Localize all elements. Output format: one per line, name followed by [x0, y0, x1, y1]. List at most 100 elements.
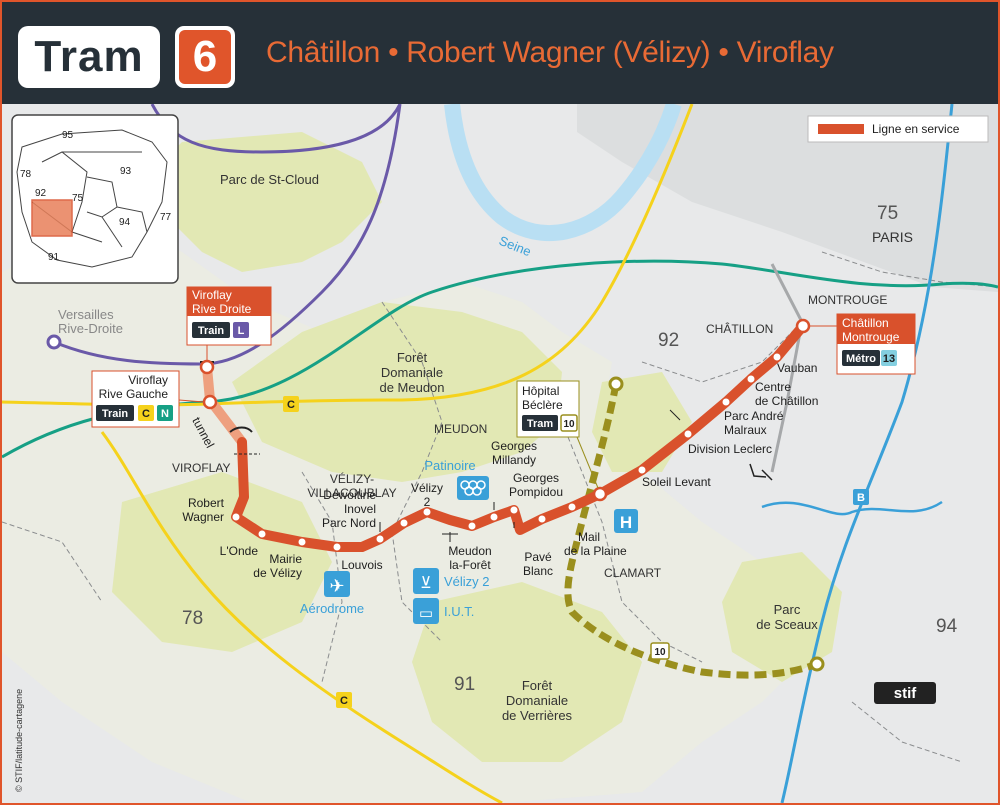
stop-viroflay-rg[interactable]: [202, 394, 218, 410]
georges-pompidou-label-1: Georges: [513, 471, 559, 485]
rer-c-marker-1: C: [283, 396, 299, 412]
rer-b-marker: B: [853, 489, 869, 505]
chatillon-montrouge-name-2: Montrouge: [842, 330, 900, 344]
dewoitine-label: Dewoitine: [323, 488, 376, 502]
centre-chatillon-label-1: Centre: [755, 380, 791, 394]
patinoire-poi[interactable]: Patinoire: [424, 458, 489, 500]
stop-mairie-velizy[interactable]: [298, 538, 306, 546]
copyright-label: © STIF/latitude-cartagene: [14, 689, 24, 792]
stop-mail-plaine[interactable]: [568, 503, 576, 511]
paris-zone: [577, 104, 998, 292]
forest-78: [112, 472, 332, 652]
inset-92: 92: [35, 188, 47, 199]
tram-6-tunnel: [205, 395, 247, 447]
georges-pompidou-label-2: Pompidou: [509, 485, 563, 499]
shopping-cart-icon: [413, 568, 439, 594]
stop-londe[interactable]: [258, 530, 266, 538]
foret-verrieres-3: de Verrières: [502, 708, 573, 723]
metro-13: [770, 263, 804, 473]
mairie-velizy-label-1: Mairie: [269, 552, 302, 566]
metro-13-end: [761, 469, 773, 481]
stop-georges-millandy[interactable]: [490, 513, 498, 521]
velizy2-label-2: 2: [424, 495, 431, 509]
vauban-label: Vauban: [777, 361, 817, 375]
mairie-velizy-label-2: de Vélizy: [253, 566, 302, 580]
londe-label: L'Onde: [220, 544, 259, 558]
stop-robert-wagner[interactable]: [232, 513, 240, 521]
stop-inovel[interactable]: [376, 535, 384, 543]
velizy-label-2: VILLACOUBLAY: [307, 486, 396, 500]
chatillon-montrouge-name-1: Châtillon: [842, 316, 889, 330]
stop-georges-pompidou[interactable]: [510, 506, 518, 514]
forest-meudon: [232, 302, 562, 482]
tram-10-terminal-south: [809, 656, 825, 672]
tram-10-marker: 10: [650, 642, 670, 660]
legend-swatch: [818, 124, 864, 134]
stop-centre-chatillon[interactable]: [747, 375, 755, 383]
centre-chatillon-label-2: de Châtillon: [755, 394, 818, 408]
meudon-label: MEUDON: [434, 422, 487, 436]
soleil-levant-label: Soleil Levant: [642, 475, 711, 489]
route-map: Parc de St-Cloud Seine 75 PARIS MONTROUG…: [2, 104, 998, 803]
train-l-label: L: [238, 325, 245, 337]
stop-division-leclerc[interactable]: [684, 430, 692, 438]
hopital-beclere-box[interactable]: Hôpital Béclère Tram 10: [516, 380, 599, 489]
stop-viroflay-rd[interactable]: [199, 359, 215, 375]
stop-louvois[interactable]: [333, 543, 341, 551]
svg-text:▭: ▭: [419, 604, 433, 622]
metro-label: Métro: [846, 353, 876, 365]
rer-b: [780, 104, 954, 803]
stop-parc-malraux[interactable]: [722, 398, 730, 406]
aerodrome-label: Aérodrome: [300, 601, 364, 616]
clamart-label: CLAMART: [604, 566, 662, 580]
inset-map: 95 93 78 92 75 94 77 91: [11, 114, 179, 284]
aerodrome-poi[interactable]: ✈ Aérodrome: [300, 571, 364, 616]
river-mark: [749, 463, 767, 478]
versailles-label-1: Versailles: [58, 307, 114, 322]
viroflay-rg-box[interactable]: Viroflay Rive Gauche Train C N: [91, 370, 205, 428]
viroflay-rd-name-1: Viroflay: [192, 288, 232, 302]
bievre-river: [761, 500, 943, 516]
inset-93: 93: [120, 166, 132, 177]
stif-logo: stif: [874, 682, 936, 704]
meudon-la-foret-label-2: la-Forêt: [449, 558, 491, 572]
hospital-icon: H: [620, 513, 632, 532]
inovel-label: Inovel: [344, 502, 376, 516]
stif-text: stif: [894, 685, 918, 702]
stop-pave-blanc[interactable]: [538, 515, 546, 523]
velizy2-poi-label: Vélizy 2: [444, 574, 490, 589]
viroflay-rd-box[interactable]: Viroflay Rive Droite Train L: [186, 286, 272, 361]
stop-vauban[interactable]: [773, 353, 781, 361]
inset-91: 91: [48, 252, 60, 263]
stop-meudon-la-foret[interactable]: [468, 522, 476, 530]
hospital-poi[interactable]: H: [614, 509, 638, 533]
versailles-terminal: [46, 334, 62, 350]
park-st-cloud: [152, 132, 382, 272]
parc-st-cloud-label: Parc de St-Cloud: [220, 172, 319, 187]
dept-75-label: 75: [877, 203, 898, 224]
velizy2-poi[interactable]: ⊻ Vélizy 2: [413, 568, 490, 594]
stop-soleil-levant[interactable]: [638, 466, 646, 474]
iut-poi[interactable]: ▭ I.U.T.: [413, 598, 474, 624]
stop-hopital-beclere[interactable]: [592, 486, 608, 502]
dept-92-label: 92: [658, 330, 679, 351]
viroflay-label: VIROFLAY: [172, 461, 230, 475]
legend: Ligne en service: [807, 115, 989, 143]
inset-focus-area: [31, 199, 73, 237]
chatillon-montrouge-box[interactable]: Châtillon Montrouge Métro 13: [809, 313, 916, 375]
inset-94: 94: [119, 217, 131, 228]
station-labels: Robert Wagner L'Onde Mairie de Vélizy Lo…: [182, 361, 818, 580]
stop-dewoitine[interactable]: [400, 519, 408, 527]
school-icon: [413, 598, 439, 624]
georges-millandy-label-1: Georges: [491, 439, 537, 453]
tram-10-terminal-north: [608, 376, 624, 392]
hopital-beclere-name-2: Béclère: [522, 398, 563, 412]
stop-velizy-2[interactable]: [423, 508, 431, 516]
foret-verrieres-2: Domaniale: [506, 693, 568, 708]
mail-plaine-label-1: Mail: [578, 530, 600, 544]
parc-sceaux-1: Parc: [774, 602, 801, 617]
rer-c-south: [100, 431, 503, 803]
stop-chatillon-montrouge[interactable]: [795, 318, 811, 334]
rer-n-badge: N: [161, 408, 169, 420]
inset-75: 75: [72, 193, 84, 204]
